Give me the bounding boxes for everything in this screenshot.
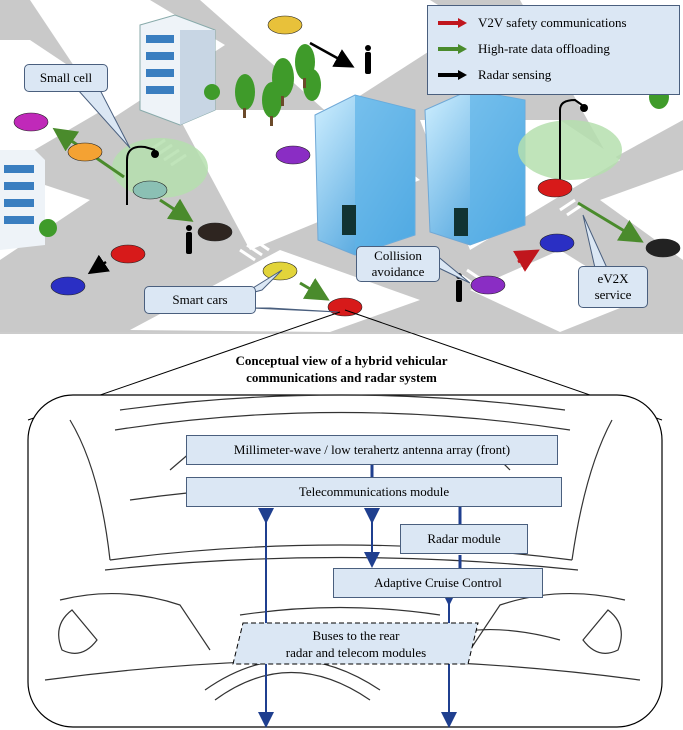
legend: V2V safety communications High-rate data… xyxy=(427,5,680,95)
office-building-icon xyxy=(139,14,216,126)
panel-title-line1: Conceptual view of a hybrid vehicular xyxy=(235,353,448,368)
office-building-icon xyxy=(0,150,45,250)
black-arrow-icon xyxy=(438,70,467,80)
callout-ev2x-service: eV2X service xyxy=(578,266,648,308)
legend-label: High-rate data offloading xyxy=(478,41,610,56)
legend-label: V2V safety communications xyxy=(478,15,627,30)
pedestrian-icon xyxy=(186,45,462,302)
city-block xyxy=(470,250,640,332)
antenna-array-module: Millimeter-wave / low terahertz antenna … xyxy=(186,435,558,465)
small-cell-coverage xyxy=(518,120,622,180)
glass-tower-icon xyxy=(424,89,526,246)
green-arrow-icon xyxy=(438,44,467,54)
callout-label: eV2X xyxy=(597,271,629,286)
callout-collision-avoidance: Collision avoidance xyxy=(356,246,440,282)
module-label: Millimeter-wave / low terahertz antenna … xyxy=(233,442,511,457)
lamp-head xyxy=(151,150,159,158)
legend-label: Radar sensing xyxy=(478,67,552,82)
buses-line1: Buses to the rear xyxy=(312,628,400,643)
callout-tail xyxy=(249,307,339,313)
small-cell-coverage xyxy=(112,138,208,198)
callout-label: Collision xyxy=(374,248,422,263)
telecom-module: Telecommunications module xyxy=(186,477,562,507)
panel-title: Conceptual view of a hybrid vehicular co… xyxy=(150,352,533,386)
legend-item-radar: Radar sensing xyxy=(436,64,551,86)
callout-smart-cars: Smart cars xyxy=(144,286,256,314)
street-lamp-icon xyxy=(126,98,583,205)
callout-label: service xyxy=(594,287,632,302)
module-label: Radar module xyxy=(427,531,501,546)
legend-item-offload: High-rate data offloading xyxy=(436,38,610,60)
callout-small-cell: Small cell xyxy=(24,64,108,92)
adaptive-cruise-control-module: Adaptive Cruise Control xyxy=(333,568,543,598)
red-arrow-icon xyxy=(438,18,467,28)
callout-label: avoidance xyxy=(371,264,425,279)
buses-line2: radar and telecom modules xyxy=(286,645,426,660)
glass-tower-icon xyxy=(314,94,416,256)
module-label: Adaptive Cruise Control xyxy=(374,575,502,590)
callout-label: Small cell xyxy=(39,70,93,85)
city-block xyxy=(600,170,683,260)
panel-title-line2: communications and radar system xyxy=(246,370,437,385)
buses-box xyxy=(232,622,479,665)
radar-module: Radar module xyxy=(400,524,528,554)
legend-item-v2v: V2V safety communications xyxy=(436,12,627,34)
callout-label: Smart cars xyxy=(172,292,228,307)
lamp-head xyxy=(580,104,588,112)
tree-icon xyxy=(39,44,669,237)
module-label: Telecommunications module xyxy=(298,484,450,499)
